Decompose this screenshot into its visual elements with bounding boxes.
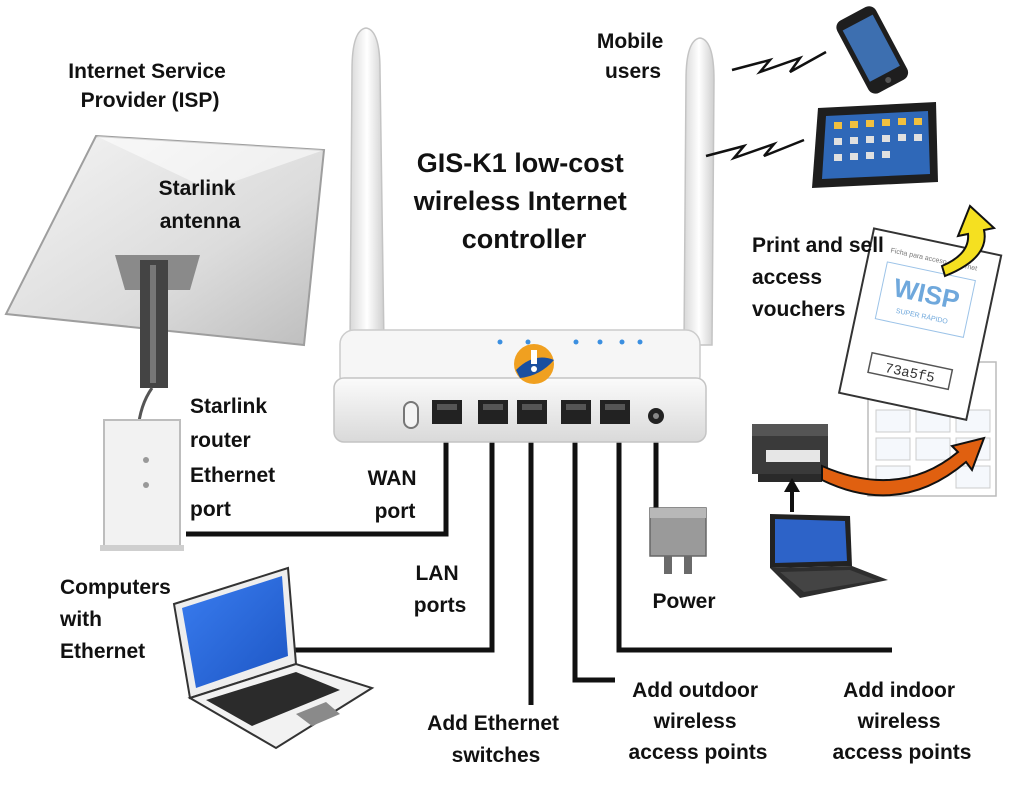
labels: Internet Service Provider (ISP) GIS-K1 l… bbox=[59, 30, 971, 767]
voucher-card: Ficha para acceso a internet WISP SUPER … bbox=[837, 227, 1003, 421]
lan-cable-outdoor bbox=[572, 420, 615, 683]
ethernet-laptop-icon bbox=[172, 566, 375, 750]
label-starlink-antenna: Starlink antenna bbox=[159, 177, 242, 233]
label-ethernet-switches: Add Ethernet switches bbox=[427, 712, 565, 767]
lan-cable-indoor bbox=[616, 420, 892, 653]
printer-icon bbox=[752, 424, 828, 482]
router-antenna-left bbox=[349, 27, 385, 346]
status-leds bbox=[497, 339, 643, 345]
label-power: Power bbox=[652, 590, 715, 613]
lan-cable-computers bbox=[290, 420, 495, 653]
label-lan-ports: LAN ports bbox=[414, 562, 467, 617]
gis-k1-router bbox=[333, 27, 715, 443]
signal-to-tablet-icon bbox=[705, 138, 805, 161]
arrows bbox=[784, 204, 997, 512]
tablet-icon bbox=[812, 102, 938, 188]
label-wan-port: WAN port bbox=[368, 467, 423, 523]
wireless-signal-icons bbox=[705, 50, 827, 161]
signal-to-phone-icon bbox=[731, 50, 827, 75]
ethernet-ports bbox=[432, 400, 630, 424]
label-indoor-access-points: Add indoor wireless access points bbox=[833, 679, 972, 764]
label-starlink-router: Starlink router Ethernet port bbox=[190, 395, 281, 521]
starlink-router bbox=[100, 419, 184, 551]
reset-button bbox=[403, 401, 419, 429]
label-isp: Internet Service Provider (ISP) bbox=[68, 60, 231, 112]
wan-cable bbox=[186, 420, 449, 537]
voucher-to-mobile-arrow bbox=[940, 204, 997, 278]
label-mobile-users: Mobile users bbox=[597, 30, 669, 83]
label-vouchers: Print and sell access vouchers bbox=[752, 234, 890, 321]
printer-to-voucher-arrow bbox=[821, 436, 986, 497]
router-logo-icon bbox=[514, 344, 554, 384]
label-computers: Computers with Ethernet bbox=[59, 576, 177, 663]
label-title: GIS-K1 low-cost wireless Internet contro… bbox=[413, 148, 635, 254]
power-adapter-icon bbox=[649, 507, 707, 574]
mobile-phone-icon bbox=[836, 6, 909, 94]
router-antenna-right bbox=[683, 37, 715, 346]
label-outdoor-access-points: Add outdoor wireless access points bbox=[629, 679, 768, 764]
voucher-laptop-icon bbox=[770, 514, 888, 598]
starlink-antenna bbox=[4, 134, 326, 431]
